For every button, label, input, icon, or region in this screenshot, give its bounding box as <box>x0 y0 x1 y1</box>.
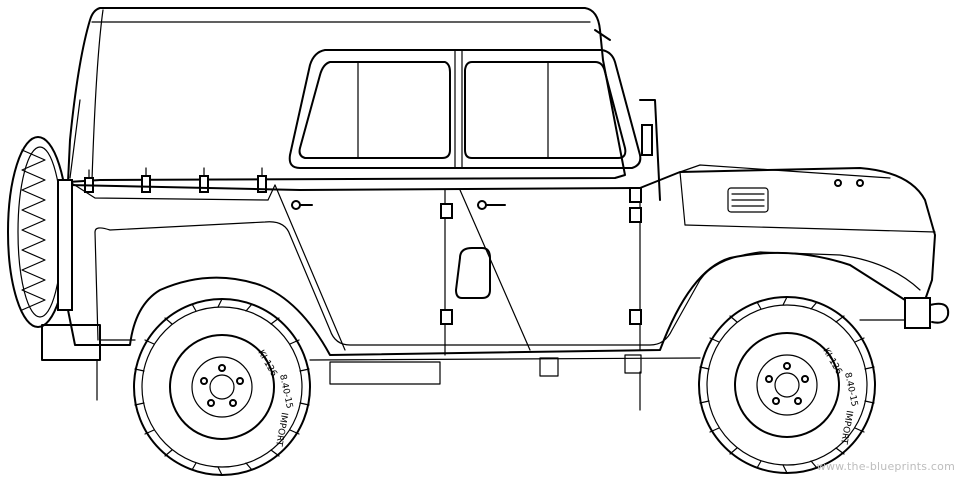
strap-buckle <box>199 175 209 193</box>
door-windows <box>288 49 642 169</box>
tyre-marking: IMPORT <box>838 409 854 445</box>
rear-bumper <box>41 324 101 361</box>
chassis <box>99 297 950 385</box>
tyre-marking: KI-126 <box>820 347 843 377</box>
hood <box>679 164 891 213</box>
tyre-marking: IMPORT <box>273 411 289 447</box>
body <box>67 167 936 356</box>
spare-wheel <box>7 136 73 328</box>
fuel-filler-door <box>455 247 491 299</box>
door-hinges <box>440 187 642 325</box>
rear-wheel: KI-126 8.40-15 IMPORT <box>133 298 311 476</box>
front-wheel: KI-126 8.40-15 IMPORT <box>698 296 876 474</box>
windshield-post <box>594 29 661 201</box>
strap-buckle <box>141 175 151 193</box>
door-handles <box>291 200 506 210</box>
watermark: www.the-blueprints.com <box>816 460 955 473</box>
tow-hook <box>929 302 950 324</box>
hood-vent <box>727 187 769 213</box>
ground-marks <box>96 359 641 411</box>
tyre-marking: 8.40-15 <box>277 374 294 410</box>
tyre-marking: KI-126 <box>255 349 278 379</box>
tyre-marking: 8.40-15 <box>842 372 859 408</box>
soft-top <box>67 7 626 201</box>
front-bumper <box>904 297 931 329</box>
